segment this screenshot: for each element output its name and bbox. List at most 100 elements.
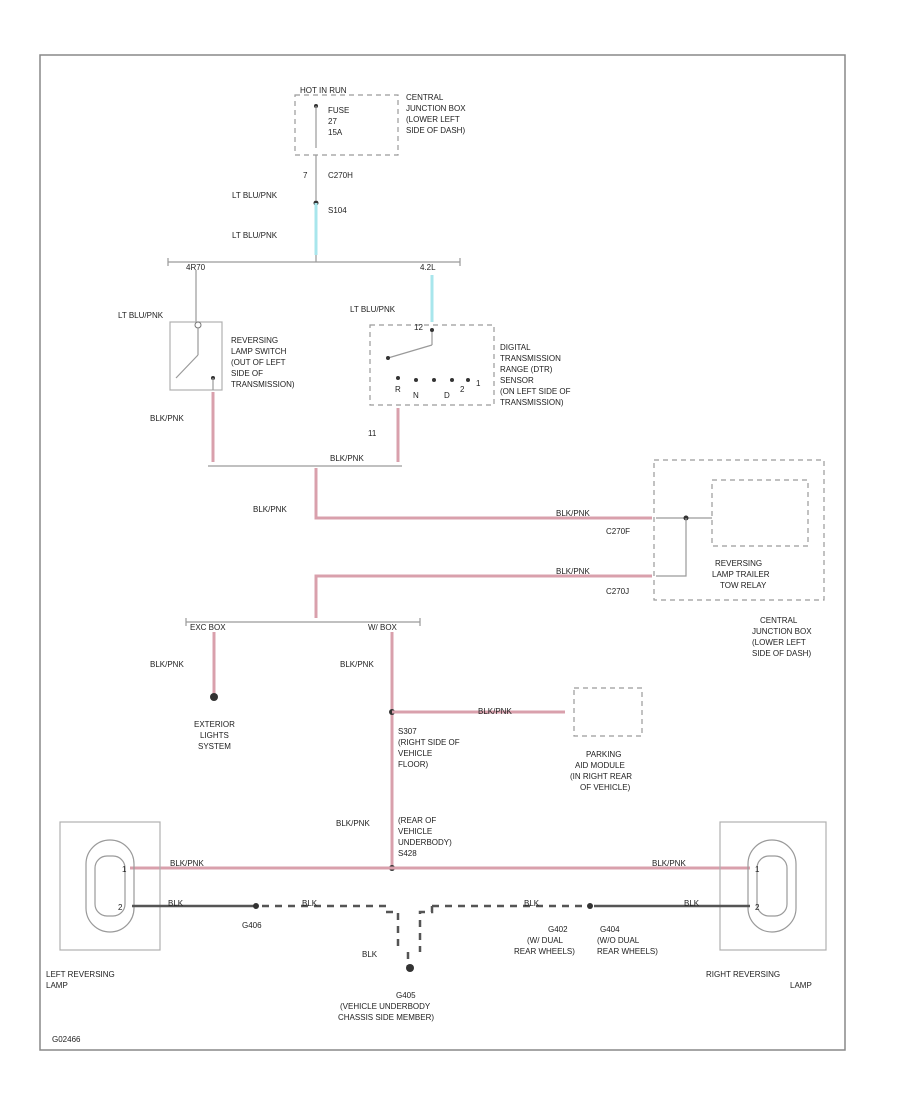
junction-label-2: JUNCTION BOX — [406, 104, 466, 113]
wire-label-blk-pnk-9: BLK/PNK — [336, 819, 370, 828]
dtr-contact-d — [432, 378, 436, 382]
g406-dot — [253, 903, 259, 909]
wire-label-blk-2: BLK — [302, 899, 318, 908]
c270h-label: C270H — [328, 171, 353, 180]
rev-switch-label-1: REVERSING — [231, 336, 278, 345]
dtr-label-2: TRANSMISSION — [500, 354, 561, 363]
dtr-label-6: TRANSMISSION) — [500, 398, 564, 407]
g404-label-3: REAR WHEELS) — [597, 947, 658, 956]
dtr-contact-1 — [466, 378, 470, 382]
trailer-tow-relay-box — [711, 479, 809, 547]
left-lamp-outer — [85, 839, 135, 933]
s104-label: S104 — [328, 206, 347, 215]
s428-label-2: VEHICLE — [398, 827, 432, 836]
right-lamp-outer — [747, 839, 797, 933]
trailer-relay-label-3: TOW RELAY — [720, 581, 767, 590]
g404-label-1: G404 — [600, 925, 620, 934]
junction2-label-4: SIDE OF DASH) — [752, 649, 811, 658]
parking-aid-label-1: PARKING — [586, 750, 621, 759]
c270j-label: C270J — [606, 587, 629, 596]
left-lamp-inner — [94, 855, 126, 917]
g404-label-2: (W/O DUAL — [597, 936, 640, 945]
wire-label-blk-pnk-6: BLK/PNK — [150, 660, 184, 669]
right-lamp-label-2: LAMP — [790, 981, 812, 990]
g402-label-2: (W/ DUAL — [527, 936, 564, 945]
g406-label: G406 — [242, 921, 262, 930]
left-lamp-label-1: LEFT REVERSING — [46, 970, 115, 979]
split-label-42l: 4.2L — [420, 263, 436, 272]
rev-switch-label-4: SIDE OF — [231, 369, 263, 378]
switch-top-terminal — [194, 321, 202, 329]
junction2-label-2: JUNCTION BOX — [752, 627, 812, 636]
dtr-wiper — [387, 344, 433, 359]
right-lamp-pin-1: 1 — [755, 865, 760, 874]
wire-label-blk-pnk-7: BLK/PNK — [340, 660, 374, 669]
fuse-junction-box — [294, 94, 399, 156]
left-lamp-pin-1: 1 — [122, 865, 127, 874]
wire-label-blk-pnk-3: BLK/PNK — [253, 505, 287, 514]
blk-pnk-to-c270f — [314, 468, 652, 520]
fuse-label: FUSE — [328, 106, 349, 115]
g405-label-2: (VEHICLE UNDERBODY — [340, 1002, 431, 1011]
g402-label-1: G402 — [548, 925, 568, 934]
s307-label-1: S307 — [398, 727, 417, 736]
dtr-gear-r: R — [395, 385, 401, 394]
dtr-contact-r — [396, 376, 400, 380]
s307-label-4: FLOOR) — [398, 760, 429, 769]
dtr-gear-2: 2 — [460, 385, 465, 394]
dtr-output-pin: 11 — [368, 429, 377, 438]
dtr-contact-n — [414, 378, 418, 382]
wire-label-blk-pnk-11: BLK/PNK — [652, 859, 686, 868]
trailer-relay-label-2: LAMP TRAILER — [712, 570, 770, 579]
s428-label-4: S428 — [398, 849, 417, 858]
right-lamp-pin-2: 2 — [755, 903, 760, 912]
wire-label-blk-pnk-4: BLK/PNK — [556, 509, 590, 518]
parking-aid-label-4: OF VEHICLE) — [580, 783, 631, 792]
dtr-label-5: (ON LEFT SIDE OF — [500, 387, 571, 396]
wire-label-blk-pnk-1: BLK/PNK — [150, 414, 184, 423]
switch-blade — [175, 354, 199, 379]
g405-terminal — [406, 964, 414, 972]
s428-label-1: (REAR OF — [398, 816, 436, 825]
dtr-top-pin: 12 — [414, 323, 423, 332]
exterior-label-2: LIGHTS — [200, 731, 229, 740]
dtr-gear-1: 1 — [476, 379, 481, 388]
junction-label-3: (LOWER LEFT — [406, 115, 460, 124]
relay-return-wire — [656, 518, 687, 577]
hot-in-run-label: HOT IN RUN — [300, 86, 347, 95]
g402-label-3: REAR WHEELS) — [514, 947, 575, 956]
wire-label-blk-pnk-5: BLK/PNK — [556, 567, 590, 576]
wire-label-blk-pnk-8: BLK/PNK — [478, 707, 512, 716]
junction-label-1: CENTRAL — [406, 93, 444, 102]
c270h-pin: 7 — [303, 171, 308, 180]
wire-label-blk-3: BLK — [524, 899, 540, 908]
dtr-top-dot — [430, 328, 434, 332]
dtr-gear-d: D — [444, 391, 450, 400]
s428-label-3: UNDERBODY) — [398, 838, 452, 847]
junction2-label-1: CENTRAL — [760, 616, 798, 625]
parking-aid-label-3: (IN RIGHT REAR — [570, 772, 632, 781]
parking-aid-module-box — [573, 687, 643, 737]
rev-switch-label-5: TRANSMISSION) — [231, 380, 295, 389]
wire-label-lt-blu-1: LT BLU/PNK — [232, 191, 278, 200]
dtr-contact-2 — [450, 378, 454, 382]
g405-label-3: CHASSIS SIDE MEMBER) — [338, 1013, 434, 1022]
reversing-lamp-switch-box — [169, 321, 223, 391]
wire-label-blk-pnk-2: BLK/PNK — [330, 454, 364, 463]
right-ground-dashed-join — [418, 906, 434, 952]
s307-label-2: (RIGHT SIDE OF — [398, 738, 460, 747]
trailer-relay-label-1: REVERSING — [715, 559, 762, 568]
left-lamp-label-2: LAMP — [46, 981, 68, 990]
diagram-border — [39, 54, 846, 1051]
junction2-label-3: (LOWER LEFT — [752, 638, 806, 647]
dtr-label-1: DIGITAL — [500, 343, 531, 352]
wire-label-blk-1: BLK — [168, 899, 184, 908]
fuse-amp: 15A — [328, 128, 343, 137]
dtr-gear-n: N — [413, 391, 419, 400]
rev-switch-label-3: (OUT OF LEFT — [231, 358, 286, 367]
parking-aid-label-2: AID MODULE — [575, 761, 625, 770]
split-label-exc-box: EXC BOX — [190, 623, 226, 632]
g404-dot — [587, 903, 593, 909]
